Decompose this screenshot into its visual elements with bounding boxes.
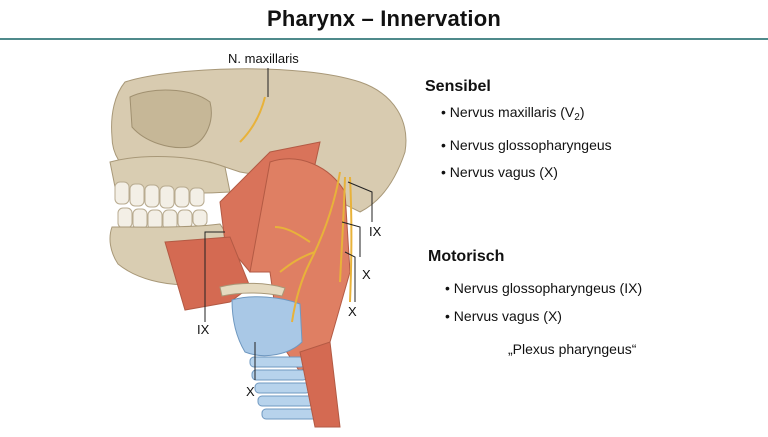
sensibel-item-maxillaris-text: Nervus maxillaris (V [449, 104, 575, 120]
esophagus [299, 341, 341, 428]
label-x-bottom: X [246, 384, 255, 399]
label-ix-left: IX [197, 322, 210, 337]
sensibel-item-maxillaris-suffix: ) [579, 104, 585, 120]
sensibel-item-maxillaris: Nervus maxillaris (V2) [441, 104, 585, 123]
thyroid-cartilage [231, 296, 303, 357]
label-n-maxillaris: N. maxillaris [228, 51, 299, 66]
sensibel-heading: Sensibel [425, 78, 491, 95]
sensibel-item-maxillaris-sub: 2 [574, 112, 580, 123]
page-title: Pharynx – Innervation [266, 6, 502, 31]
motorisch-item-glossopharyngeus-text: Nervus glossopharyngeus (IX) [453, 280, 643, 296]
sensibel-item-glossopharyngeus: Nervus glossopharyngeus [441, 137, 612, 153]
nerve-lines [239, 96, 353, 323]
title-divider [0, 38, 768, 40]
label-leaders [204, 68, 373, 380]
upper-teeth [114, 181, 205, 209]
plexus-note: „Plexus pharyngeus“ [508, 341, 637, 357]
pharynx-illustration: N. maxillaris IX X X IX X [0, 42, 420, 432]
lower-teeth [117, 207, 208, 231]
motorisch-item-vagus: Nervus vagus (X) [445, 308, 562, 324]
sensibel-item-glossopharyngeus-text: Nervus glossopharyngeus [449, 137, 612, 153]
hyoid-bone [219, 282, 286, 297]
motorisch-heading: Motorisch [428, 248, 505, 265]
motorisch-item-glossopharyngeus: Nervus glossopharyngeus (IX) [445, 280, 642, 296]
label-ix-right: IX [369, 224, 382, 239]
label-x-right-lower: X [348, 304, 357, 319]
sensibel-item-vagus: Nervus vagus (X) [441, 164, 558, 180]
label-x-right-upper: X [362, 267, 371, 282]
sensibel-item-vagus-text: Nervus vagus (X) [449, 164, 558, 180]
anatomy-drawing [109, 68, 407, 428]
motorisch-item-vagus-text: Nervus vagus (X) [453, 308, 562, 324]
trachea [249, 356, 318, 420]
orbit-shape [129, 89, 212, 149]
